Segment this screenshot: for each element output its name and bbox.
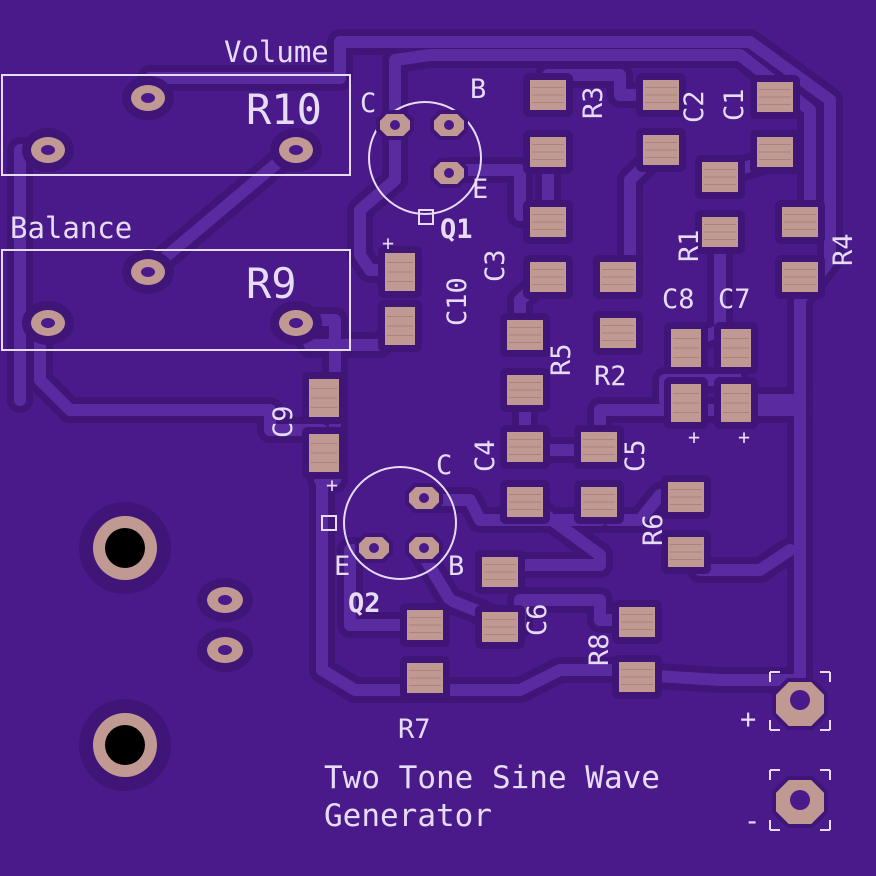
r3-pad-2 [523, 130, 573, 174]
label-c2: C2 [679, 90, 710, 123]
q1-tab-marker [418, 209, 434, 225]
label-r4: R4 [828, 233, 859, 266]
r10-outline [1, 74, 351, 176]
c6-pad-2 [475, 605, 525, 649]
label-r8: R8 [584, 633, 615, 666]
q2-pads [355, 483, 443, 563]
label-r7: R7 [398, 714, 431, 745]
c7-polarity: + [738, 425, 750, 449]
c10-pad-2 [378, 300, 422, 352]
label-r6: R6 [638, 513, 669, 546]
r4-pad-2 [775, 255, 825, 299]
c3-pad-1 [523, 200, 573, 244]
c8-pad-1 [664, 322, 708, 374]
label-q1-collector: C [360, 88, 376, 119]
c9-pad-1 [302, 372, 346, 424]
label-q2: Q2 [348, 588, 381, 619]
c10-polarity: + [382, 231, 394, 255]
r5-pad-1 [500, 313, 550, 357]
c9-polarity: + [326, 473, 338, 497]
label-volume: Volume [224, 35, 329, 69]
power-connector-pads [772, 678, 828, 828]
pin-minus-outline [769, 769, 831, 831]
r2-pad-1 [593, 255, 643, 299]
q2-outline [343, 466, 457, 580]
silkscreen-text: Volume Balance R10 R9 C B E Q1 C B E Q2 … [10, 35, 859, 837]
silkscreen-outlines [1, 74, 831, 831]
c7-pad-2 [714, 377, 758, 429]
label-c5: C5 [620, 439, 651, 472]
r6-pad-1 [661, 475, 711, 519]
label-c10: C10 [442, 277, 473, 326]
c4-pad-1 [500, 425, 550, 469]
label-c8: C8 [662, 284, 695, 315]
label-q2-emitter: E [334, 551, 350, 582]
c3-pad-2 [523, 255, 573, 299]
label-c6: C6 [522, 603, 553, 636]
through-hole-pads [22, 76, 828, 828]
c9-pad-2 [302, 427, 346, 479]
board-title-line1: Two Tone Sine Wave [324, 760, 660, 796]
r5-pad-2 [500, 368, 550, 412]
c10-pad-1 [378, 246, 422, 298]
r9-outline [1, 249, 351, 351]
label-q2-base: B [448, 551, 464, 582]
label-c7: C7 [718, 284, 751, 315]
c7-pad-1 [714, 322, 758, 374]
r3-pad-1 [523, 73, 573, 117]
c1-pad-2 [750, 130, 800, 174]
board-title-line2: Generator [324, 798, 492, 834]
c6-pad-1 [475, 550, 525, 594]
label-r10: R10 [246, 85, 322, 134]
label-r2: R2 [594, 361, 627, 392]
c2-pad-1 [636, 73, 686, 117]
c8-pad-2 [664, 377, 708, 429]
c1-pad-1 [750, 75, 800, 119]
label-r9: R9 [246, 259, 297, 308]
label-r5: R5 [546, 343, 577, 376]
label-q1-base: B [470, 74, 486, 105]
power-plus-label: + [740, 704, 756, 735]
q2-tab-marker [321, 515, 337, 531]
c4-pad-2 [500, 480, 550, 524]
label-q1-emitter: E [472, 174, 488, 205]
label-r3: R3 [578, 86, 609, 119]
label-q2-collector: C [436, 450, 452, 481]
c5-pad-1 [574, 425, 624, 469]
label-c4: C4 [470, 439, 501, 472]
c5-pad-2 [574, 480, 624, 524]
r1-pad-1 [695, 155, 745, 199]
q1-outline [368, 101, 482, 215]
label-c9: C9 [268, 405, 299, 438]
q1-pads [376, 110, 468, 188]
power-minus-label: - [744, 806, 760, 837]
label-c1: C1 [719, 88, 750, 121]
label-q1: Q1 [440, 214, 473, 245]
r4-pad-1 [775, 200, 825, 244]
label-r1: R1 [674, 229, 705, 262]
r1-pad-2 [695, 210, 745, 254]
r7-pad-2 [400, 656, 450, 700]
r6-pad-2 [661, 530, 711, 574]
r7-pad-1 [400, 603, 450, 647]
r10-pads [22, 76, 322, 172]
c8-polarity: + [688, 425, 700, 449]
c2-pad-2 [636, 128, 686, 172]
smd-pads [302, 73, 825, 700]
r8-pad-2 [612, 655, 662, 699]
label-c3: C3 [480, 249, 511, 282]
label-balance: Balance [10, 211, 132, 245]
small-pads [197, 578, 253, 672]
r2-pad-2 [593, 311, 643, 355]
r9-pads [22, 250, 322, 345]
mounting-holes [79, 502, 171, 791]
r8-pad-1 [612, 600, 662, 644]
pin-plus-outline [769, 671, 831, 731]
